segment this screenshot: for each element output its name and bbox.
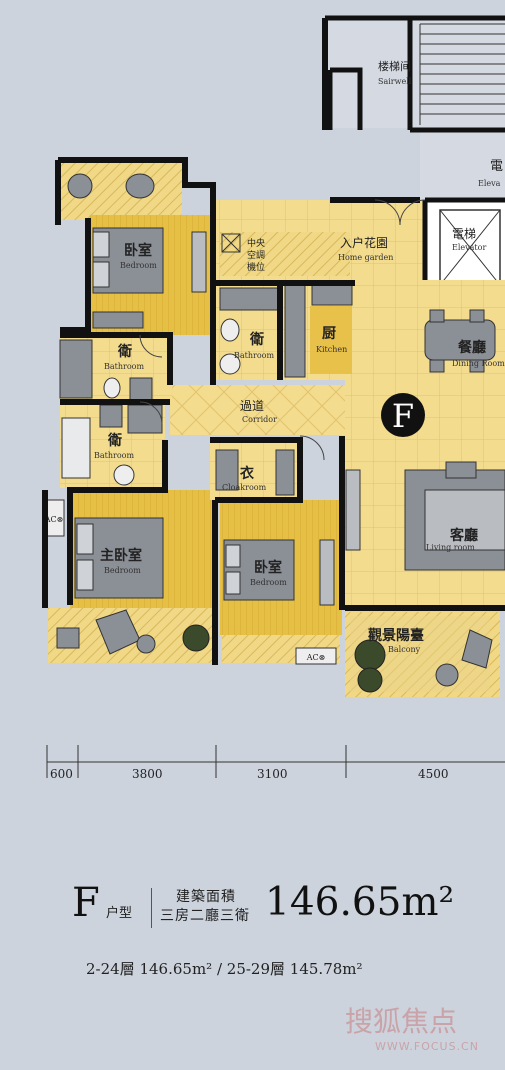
- balcony-en-label: Balcony: [388, 645, 421, 654]
- master-bedroom-en-label: Bedroom: [104, 566, 141, 575]
- bathroom-3-label: 衛: [249, 331, 264, 348]
- dim-600: 600: [50, 767, 73, 781]
- unit-type-letter: F: [72, 880, 100, 926]
- living-room: 客廳 Living room: [345, 461, 505, 571]
- unit-type-label: 户型: [106, 906, 133, 921]
- bathroom-1-en-label: Bathroom: [104, 362, 144, 371]
- ac-label-left: AC⊗: [44, 515, 64, 524]
- bathroom-1: 衛 Bathroom: [59, 335, 172, 403]
- home-garden-label: 入户花園: [340, 235, 388, 250]
- footer-separator: [151, 888, 152, 928]
- cloakroom-label: 衣: [240, 465, 255, 482]
- bedroom-1: 卧室 Bedroom: [60, 162, 210, 335]
- building-area-value: 146.65m²: [265, 880, 455, 925]
- elevator-top-en-label: Eleva: [478, 179, 501, 188]
- bathroom-3-en-label: Bathroom: [234, 351, 274, 360]
- watermark-url: WWW.FOCUS.CN: [375, 1040, 479, 1053]
- living-label: 客廳: [449, 527, 478, 544]
- unit-badge-letter: F: [392, 397, 414, 435]
- elevator-lobby: 電 Eleva: [410, 127, 505, 200]
- bathroom-2-en-label: Bathroom: [94, 451, 134, 460]
- building-area-label: 建築面積: [176, 889, 236, 905]
- hvac-label-1: 中央: [247, 237, 265, 249]
- dimension-line: [46, 745, 505, 778]
- bedroom-2: 卧室 Bedroom: [220, 500, 342, 663]
- bathroom-2-label: 衛: [107, 432, 122, 449]
- corridor-label: 過道: [240, 399, 264, 413]
- elevator-label: 電梯: [452, 227, 476, 241]
- bathroom-3: 衛 Bathroom: [215, 285, 280, 380]
- ac-unit-right: AC⊗: [295, 647, 337, 665]
- dining-en-label: Dining Room: [452, 359, 505, 368]
- dining-room: 餐廳 Dining Room: [424, 309, 505, 373]
- cloakroom-en-label: Cloakroom: [222, 483, 267, 492]
- floor-plan: 楼梯间 Sairwell 電 Eleva 中央 空調 機位 入户花園 Home …: [42, 15, 505, 781]
- balcony: 觀景陽臺 Balcony: [345, 612, 500, 697]
- layout-summary: 三房二廳三衛: [160, 908, 250, 924]
- ac-unit-left: AC⊗: [43, 499, 65, 537]
- hvac-label-2: 空調: [247, 249, 265, 261]
- bedroom-2-en-label: Bedroom: [250, 578, 287, 587]
- unit-badge: [381, 393, 425, 437]
- ac-label-right: AC⊗: [306, 653, 326, 662]
- stairwell-label: 楼梯间: [378, 59, 411, 73]
- stairwell-en-label: Sairwell: [378, 77, 412, 86]
- kitchen-label: 厨: [322, 326, 336, 342]
- watermark-logo: 搜狐焦点: [345, 1005, 458, 1038]
- floor-area-details: 2-24層 146.65m² / 25-29層 145.78m²: [86, 960, 363, 978]
- bathroom-2: 衛 Bathroom: [60, 403, 165, 488]
- bathroom-1-label: 衛: [117, 343, 132, 360]
- stairwell: 楼梯间 Sairwell: [325, 15, 505, 130]
- home-garden-en-label: Home garden: [338, 253, 393, 262]
- corridor-floor: [170, 385, 345, 435]
- door-swings: [139, 199, 426, 461]
- living-en-label: Living room: [426, 543, 475, 552]
- master-bedroom: 主卧室 Bedroom: [48, 490, 218, 663]
- bedroom-1-en-label: Bedroom: [120, 261, 157, 270]
- dining-label: 餐廳: [457, 339, 486, 356]
- hvac-label-3: 機位: [247, 261, 265, 273]
- corridor-en-label: Corridor: [242, 415, 277, 424]
- elevator-en-label: Elevator: [452, 243, 486, 252]
- balcony-label: 觀景陽臺: [368, 627, 424, 644]
- cloakroom: 衣 Cloakroom: [210, 440, 300, 500]
- home-garden: 中央 空調 機位 入户花園 Home garden: [213, 200, 423, 280]
- master-bedroom-label: 主卧室: [100, 547, 142, 564]
- dim-4500: 4500: [418, 767, 449, 781]
- dim-3100: 3100: [257, 767, 288, 781]
- kitchen: 厨 Kitchen: [280, 280, 353, 380]
- dim-3800: 3800: [132, 767, 163, 781]
- bedroom-2-label: 卧室: [254, 559, 282, 576]
- bedroom-1-label: 卧室: [124, 242, 152, 259]
- kitchen-en-label: Kitchen: [316, 345, 347, 354]
- elevator-top-label: 電: [490, 159, 503, 174]
